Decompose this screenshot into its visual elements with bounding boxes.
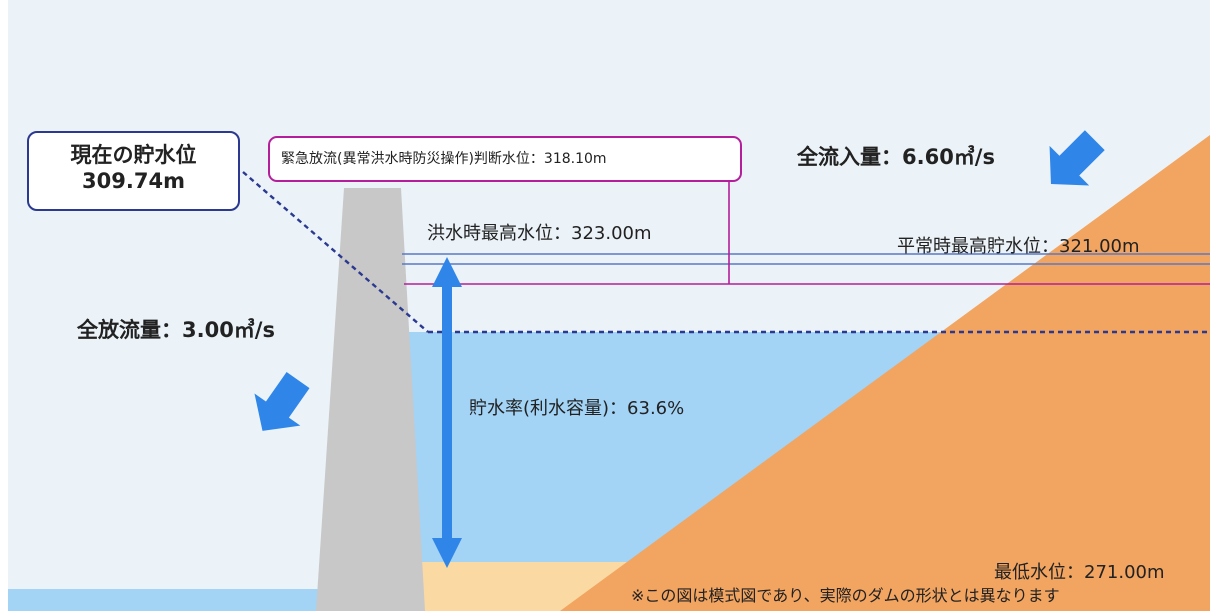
storage-rate-label: 貯水率(利水容量)：63.6% <box>469 398 685 419</box>
schematic-note: ※この図は模式図であり、実際のダムの形状とは異なります <box>631 586 1060 605</box>
total-outflow-label: 全放流量：3.00㎥/s <box>77 318 275 342</box>
flood-max-level-label: 洪水時最高水位：323.00m <box>427 223 652 244</box>
current-level-title: 現在の貯水位 <box>70 143 197 167</box>
total-inflow-label: 全流入量：6.60㎥/s <box>797 145 995 169</box>
min-level-label: 最低水位：271.00m <box>994 562 1165 583</box>
current-level-value: 309.74m <box>82 168 185 193</box>
current-level-callout: 現在の貯水位 309.74m <box>27 131 240 211</box>
downstream-river <box>8 589 338 611</box>
emergency-level-label: 緊急放流(異常洪水時防災操作)判断水位：318.10m <box>268 136 742 182</box>
left-margin <box>0 0 8 611</box>
dam-body <box>316 188 425 611</box>
outflow-arrow-icon <box>254 372 310 431</box>
inflow-arrow-icon <box>1049 130 1105 186</box>
current-level-leader <box>242 171 429 333</box>
normal-max-level-label: 平常時最高貯水位：321.00m <box>897 236 1140 257</box>
